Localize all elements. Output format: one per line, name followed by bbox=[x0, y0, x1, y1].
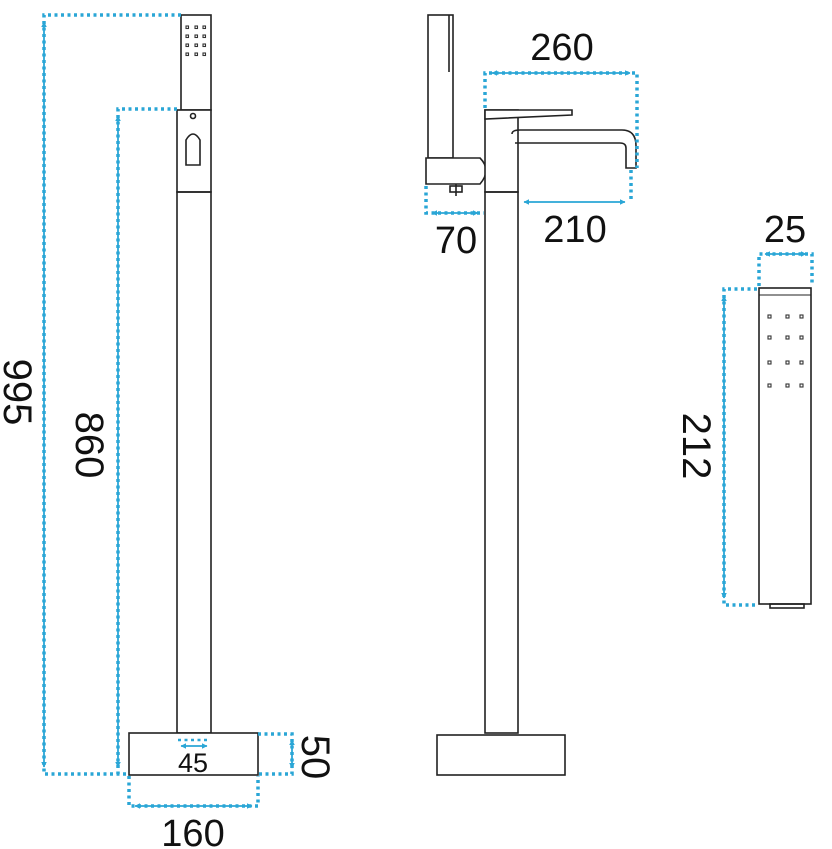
side-mixer-body bbox=[484, 109, 519, 193]
total-height-label: 995 bbox=[0, 359, 39, 426]
side-lever bbox=[484, 109, 573, 120]
base-height-label: 50 bbox=[293, 735, 337, 780]
front-handset-nozzles bbox=[185, 25, 207, 57]
side-diverter-knob bbox=[449, 184, 463, 196]
column-width-label: 45 bbox=[178, 748, 208, 778]
spout-height-label: 860 bbox=[67, 412, 111, 479]
handset-length-label: 212 bbox=[674, 413, 718, 480]
total-height-extension bbox=[42, 13, 181, 776]
lever-depth-label: 70 bbox=[435, 220, 477, 262]
base-height-extension bbox=[258, 732, 294, 776]
handset-length-extension bbox=[722, 287, 757, 607]
front-mixer-body bbox=[176, 109, 212, 193]
side-holder bbox=[425, 157, 487, 185]
spout-projection-label: 210 bbox=[543, 209, 606, 251]
side-column bbox=[484, 191, 519, 734]
handset-detail-view: 25 212 bbox=[674, 209, 814, 609]
detail-handset-nozzles bbox=[767, 314, 804, 388]
side-spout bbox=[511, 129, 637, 169]
handset-width-label: 25 bbox=[764, 209, 806, 251]
detail-handset-hose-connector bbox=[769, 603, 805, 609]
handset-width-extension bbox=[757, 252, 814, 286]
base-width-extension bbox=[127, 776, 260, 808]
front-column bbox=[176, 191, 212, 734]
front-handset bbox=[180, 14, 212, 111]
front-view: 995 860 50 160 45 bbox=[0, 13, 337, 849]
lever-depth-extension bbox=[424, 186, 484, 215]
detail-handset-body bbox=[758, 287, 812, 605]
front-lever bbox=[185, 133, 201, 166]
side-view: 260 70 210 bbox=[424, 14, 639, 776]
base-width-label: 160 bbox=[161, 813, 224, 849]
side-base bbox=[436, 734, 566, 776]
spout-reach-label: 260 bbox=[530, 27, 593, 69]
front-indicator-dot bbox=[189, 112, 197, 120]
spout-height-extension bbox=[116, 107, 177, 774]
